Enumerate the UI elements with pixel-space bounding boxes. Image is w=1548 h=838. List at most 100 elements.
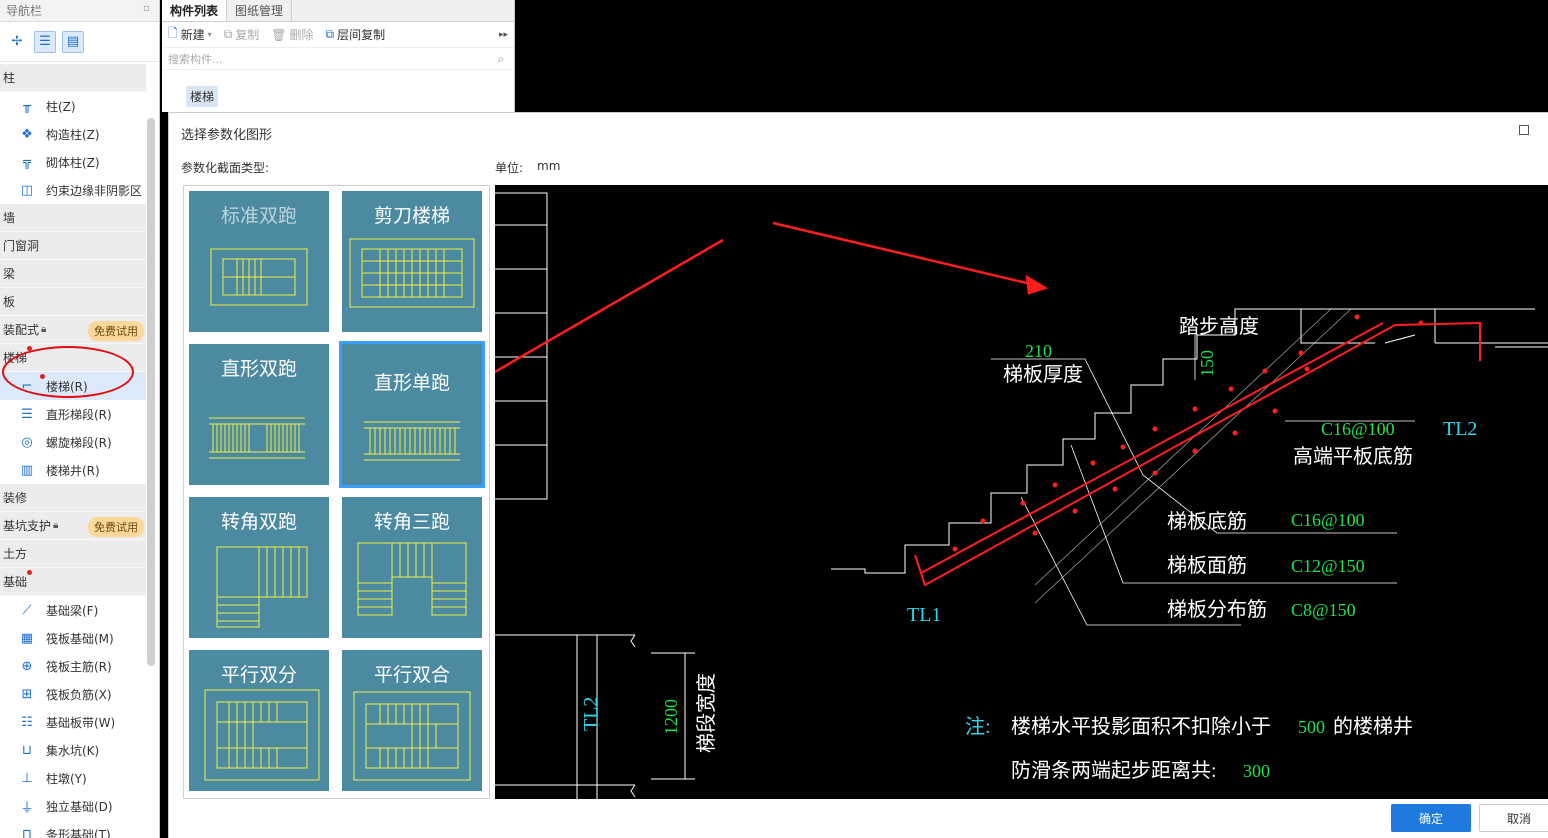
spiral-flight-icon: ◎	[21, 434, 33, 450]
shape-label: 直形单跑	[373, 372, 450, 394]
floor-copy-icon: ⧉	[325, 27, 335, 41]
nav-item-label: 基础板带(W)	[46, 715, 116, 730]
copy-label: 复制	[235, 28, 260, 42]
floor-copy-button[interactable]: ⧉层间复制	[326, 26, 386, 43]
free-trial-badge[interactable]: 免费试用	[88, 517, 144, 537]
nav-item-column-pier[interactable]: ⊥柱墩(Y)	[0, 764, 146, 792]
top-rebar-value: C12@150	[1291, 556, 1365, 576]
free-trial-badge[interactable]: 免费试用	[88, 321, 144, 341]
delete-button[interactable]: 🗑︎删除	[271, 26, 313, 43]
nav-item-raft-main-rebar[interactable]: ⊕筏板主筋(R)	[0, 652, 146, 680]
nav-item-sump-pit[interactable]: ⊔集水坑(K)	[0, 736, 146, 764]
shape-parallel-split[interactable]: 平行双分	[189, 650, 329, 791]
more-icon[interactable]: ▸▸	[498, 29, 508, 40]
straight-double-run-icon	[209, 417, 305, 459]
nav-item-straight-flight[interactable]: ☰ 直形梯段(R)	[0, 400, 146, 428]
component-search[interactable]: 搜索构件... ⌕	[162, 48, 514, 70]
shape-corner-double-run[interactable]: 转角双跑	[189, 497, 329, 638]
cancel-button[interactable]: 取消	[1479, 804, 1548, 832]
nav-item-raft-foundation[interactable]: ▦筏板基础(M)	[0, 624, 146, 652]
constructional-column-icon: ❖	[21, 126, 33, 142]
nav-item-boundary-zone[interactable]: ◫约束边缘非阴影区	[0, 176, 146, 204]
parallel-split-icon	[204, 689, 320, 781]
lock-icon: 🔒︎	[41, 324, 47, 335]
annotation-arrow-right	[772, 221, 1036, 287]
new-label: 新建	[180, 28, 205, 42]
category-wall[interactable]: 墙	[0, 204, 146, 232]
shape-label: 转角双跑	[220, 511, 297, 533]
nav-item-column[interactable]: ╥柱(Z)	[0, 92, 146, 120]
scissor-stairs-icon	[349, 238, 475, 308]
category-label: 板	[3, 295, 16, 309]
category-earthwork[interactable]: 土方	[0, 540, 146, 568]
tab-drawing-management[interactable]: 图纸管理	[227, 0, 293, 21]
nav-item-label: 构造柱(Z)	[46, 127, 100, 142]
nav-item-label: 直形梯段(R)	[46, 407, 112, 422]
category-foundation[interactable]: 基础	[0, 568, 146, 596]
nav-item-spiral-flight[interactable]: ◎螺旋梯段(R)	[0, 428, 146, 456]
nav-item-label: 筏板负筋(X)	[46, 687, 112, 702]
copy-icon: ⧉	[223, 27, 233, 41]
ok-button[interactable]: 确定	[1391, 804, 1471, 832]
category-prefab[interactable]: 装配式🔒︎免费试用	[0, 316, 146, 344]
category-door-window[interactable]: 门窗洞	[0, 232, 146, 260]
shape-straight-single-run[interactable]: 直形单跑	[339, 341, 485, 488]
nav-item-foundation-beam[interactable]: ⟋基础梁(F)	[0, 596, 146, 624]
strip-footing-icon: ⊓	[21, 826, 33, 838]
shape-label: 转角三跑	[373, 511, 450, 533]
maximize-icon[interactable]	[1519, 125, 1529, 135]
component-panel: 构件列表 图纸管理 🗋新建▾ ⧉复制 🗑︎删除 ⧉层间复制 ▸▸ 搜索构件...…	[162, 0, 515, 112]
nav-item-constructional-column[interactable]: ❖ 构造柱(Z)	[0, 120, 146, 148]
raft-foundation-icon: ▦	[20, 630, 34, 646]
add-icon[interactable]: ✢	[11, 34, 23, 49]
navigation-panel: 导航栏 ▫ ✢ ☰ ▤ 柱 ╥柱(Z) ❖ 构造柱(Z) ╦砌体柱(Z) ◫约束边…	[0, 0, 160, 838]
standard-double-run-icon	[210, 248, 308, 306]
anti-slip-text: 防滑条两端起步距离共:	[1011, 759, 1217, 782]
shape-straight-double-run[interactable]: 直形双跑	[189, 344, 329, 485]
new-button[interactable]: 🗋新建▾	[168, 24, 212, 45]
nav-item-masonry-column[interactable]: ╦砌体柱(Z)	[0, 148, 146, 176]
nav-toolbar: ✢ ☰ ▤	[0, 22, 159, 62]
shape-scissor-stairs[interactable]: 剪刀楼梯	[342, 191, 482, 332]
category-slab[interactable]: 板	[0, 288, 146, 316]
dist-rebar-label: 梯板分布筋	[1167, 598, 1267, 621]
tl1-label: TL1	[907, 604, 941, 626]
nav-item-label: 约束边缘非阴影区	[46, 183, 143, 198]
detail-view-icon[interactable]: ▤	[62, 30, 84, 53]
unit-label: 单位:	[495, 161, 524, 175]
nav-item-label: 基础梁(F)	[46, 603, 99, 618]
chevron-down-icon[interactable]: ▾	[207, 30, 212, 39]
category-decoration[interactable]: 装修	[0, 484, 146, 512]
shape-corner-triple-run[interactable]: 转角三跑	[342, 497, 482, 638]
nav-item-foundation-strip[interactable]: ☷基础板带(W)	[0, 708, 146, 736]
shape-preview-canvas: 踏步高度 梯板厚度 高端平板底筋 梯板底筋 梯板面筋 梯板分布筋 梯段宽度 楼梯…	[495, 185, 1548, 799]
component-tabs: 构件列表 图纸管理	[162, 0, 514, 22]
pin-icon[interactable]: ▫	[143, 3, 150, 14]
highlight-circle-annotation	[2, 346, 134, 398]
list-view-icon[interactable]: ☰	[34, 30, 56, 53]
shape-label: 剪刀楼梯	[373, 205, 450, 227]
shape-parallel-merge[interactable]: 平行双合	[342, 650, 482, 791]
nav-item-label: 集水坑(K)	[46, 743, 100, 758]
nav-item-label: 柱(Z)	[46, 99, 76, 114]
category-label: 柱	[3, 71, 16, 85]
shape-standard-double-run[interactable]: 标准双跑	[189, 191, 329, 332]
category-column[interactable]: 柱	[0, 64, 146, 92]
straight-flight-icon: ☰	[21, 406, 33, 422]
nav-panel-title: 导航栏	[6, 4, 43, 18]
category-beam[interactable]: 梁	[0, 260, 146, 288]
nav-item-raft-negative-rebar[interactable]: ⊞筏板负筋(X)	[0, 680, 146, 708]
nav-item-stair-well[interactable]: ▥楼梯井(R)	[0, 456, 146, 484]
nav-item-label: 独立基础(D)	[46, 799, 113, 814]
isolated-footing-icon: ⏚	[20, 800, 34, 816]
copy-button[interactable]: ⧉复制	[224, 26, 260, 43]
nav-scrollbar[interactable]	[147, 118, 155, 666]
category-label: 装修	[3, 491, 28, 505]
nav-item-isolated-footing[interactable]: ⏚ 独立基础(D)	[0, 792, 146, 820]
category-pit-support[interactable]: 基坑支护🔒︎免费试用	[0, 512, 146, 540]
search-icon[interactable]: ⌕	[497, 52, 504, 66]
component-list-item[interactable]: 楼梯	[186, 86, 219, 107]
nav-item-strip-footing[interactable]: ⊓条形基础(T)	[0, 820, 146, 838]
tab-component-list[interactable]: 构件列表	[162, 0, 228, 21]
slab-thickness-label: 梯板厚度	[1003, 363, 1083, 386]
